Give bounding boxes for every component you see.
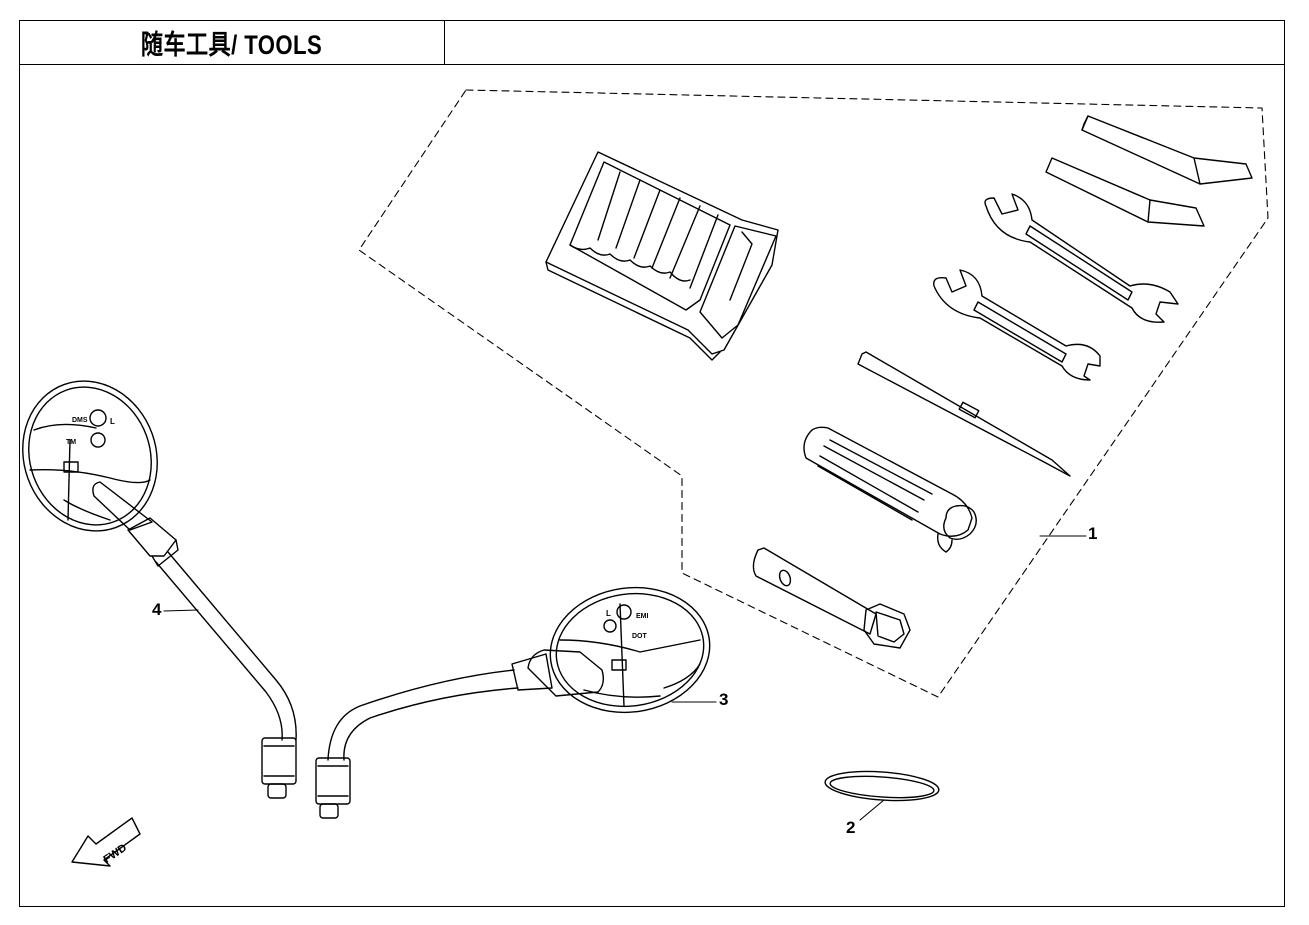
callout-2: 2 xyxy=(846,818,856,837)
ring-part-2 xyxy=(824,770,940,802)
left-mirror-mark-2: TM xyxy=(66,439,76,446)
right-mirror-mark-1: L xyxy=(606,609,611,618)
right-mirror-part-3 xyxy=(315,586,711,819)
right-mirror-mark-3: EMI xyxy=(636,613,649,620)
screwdriver-handle xyxy=(803,426,977,553)
callout-1: 1 xyxy=(1088,524,1098,543)
hex-key-small xyxy=(1045,157,1205,227)
title-box: 随车工具/ TOOLS xyxy=(19,20,445,65)
spark-plug-socket xyxy=(752,547,911,649)
fwd-arrow-icon xyxy=(71,817,141,867)
hex-key-large xyxy=(1081,115,1253,185)
drawing-frame xyxy=(19,20,1285,907)
tool-roll-pouch xyxy=(545,151,779,361)
left-mirror-mark-3: L xyxy=(110,417,115,426)
leader-line-4 xyxy=(163,609,199,612)
wrench-small xyxy=(933,269,1101,381)
toolkit-dashed-boundary xyxy=(358,89,1269,698)
leader-line-2 xyxy=(859,799,885,821)
right-mirror-mark-2: DOT xyxy=(632,633,648,640)
left-mirror-part-4 xyxy=(22,380,297,799)
left-mirror-mark-1: DMS xyxy=(72,417,88,424)
page-title: 随车工具/ TOOLS xyxy=(141,30,323,60)
screwdriver-bit xyxy=(857,351,1071,477)
callout-3: 3 xyxy=(719,690,729,709)
header-rule xyxy=(19,64,1285,65)
wrench-large xyxy=(984,193,1179,323)
callout-4: 4 xyxy=(152,600,162,619)
